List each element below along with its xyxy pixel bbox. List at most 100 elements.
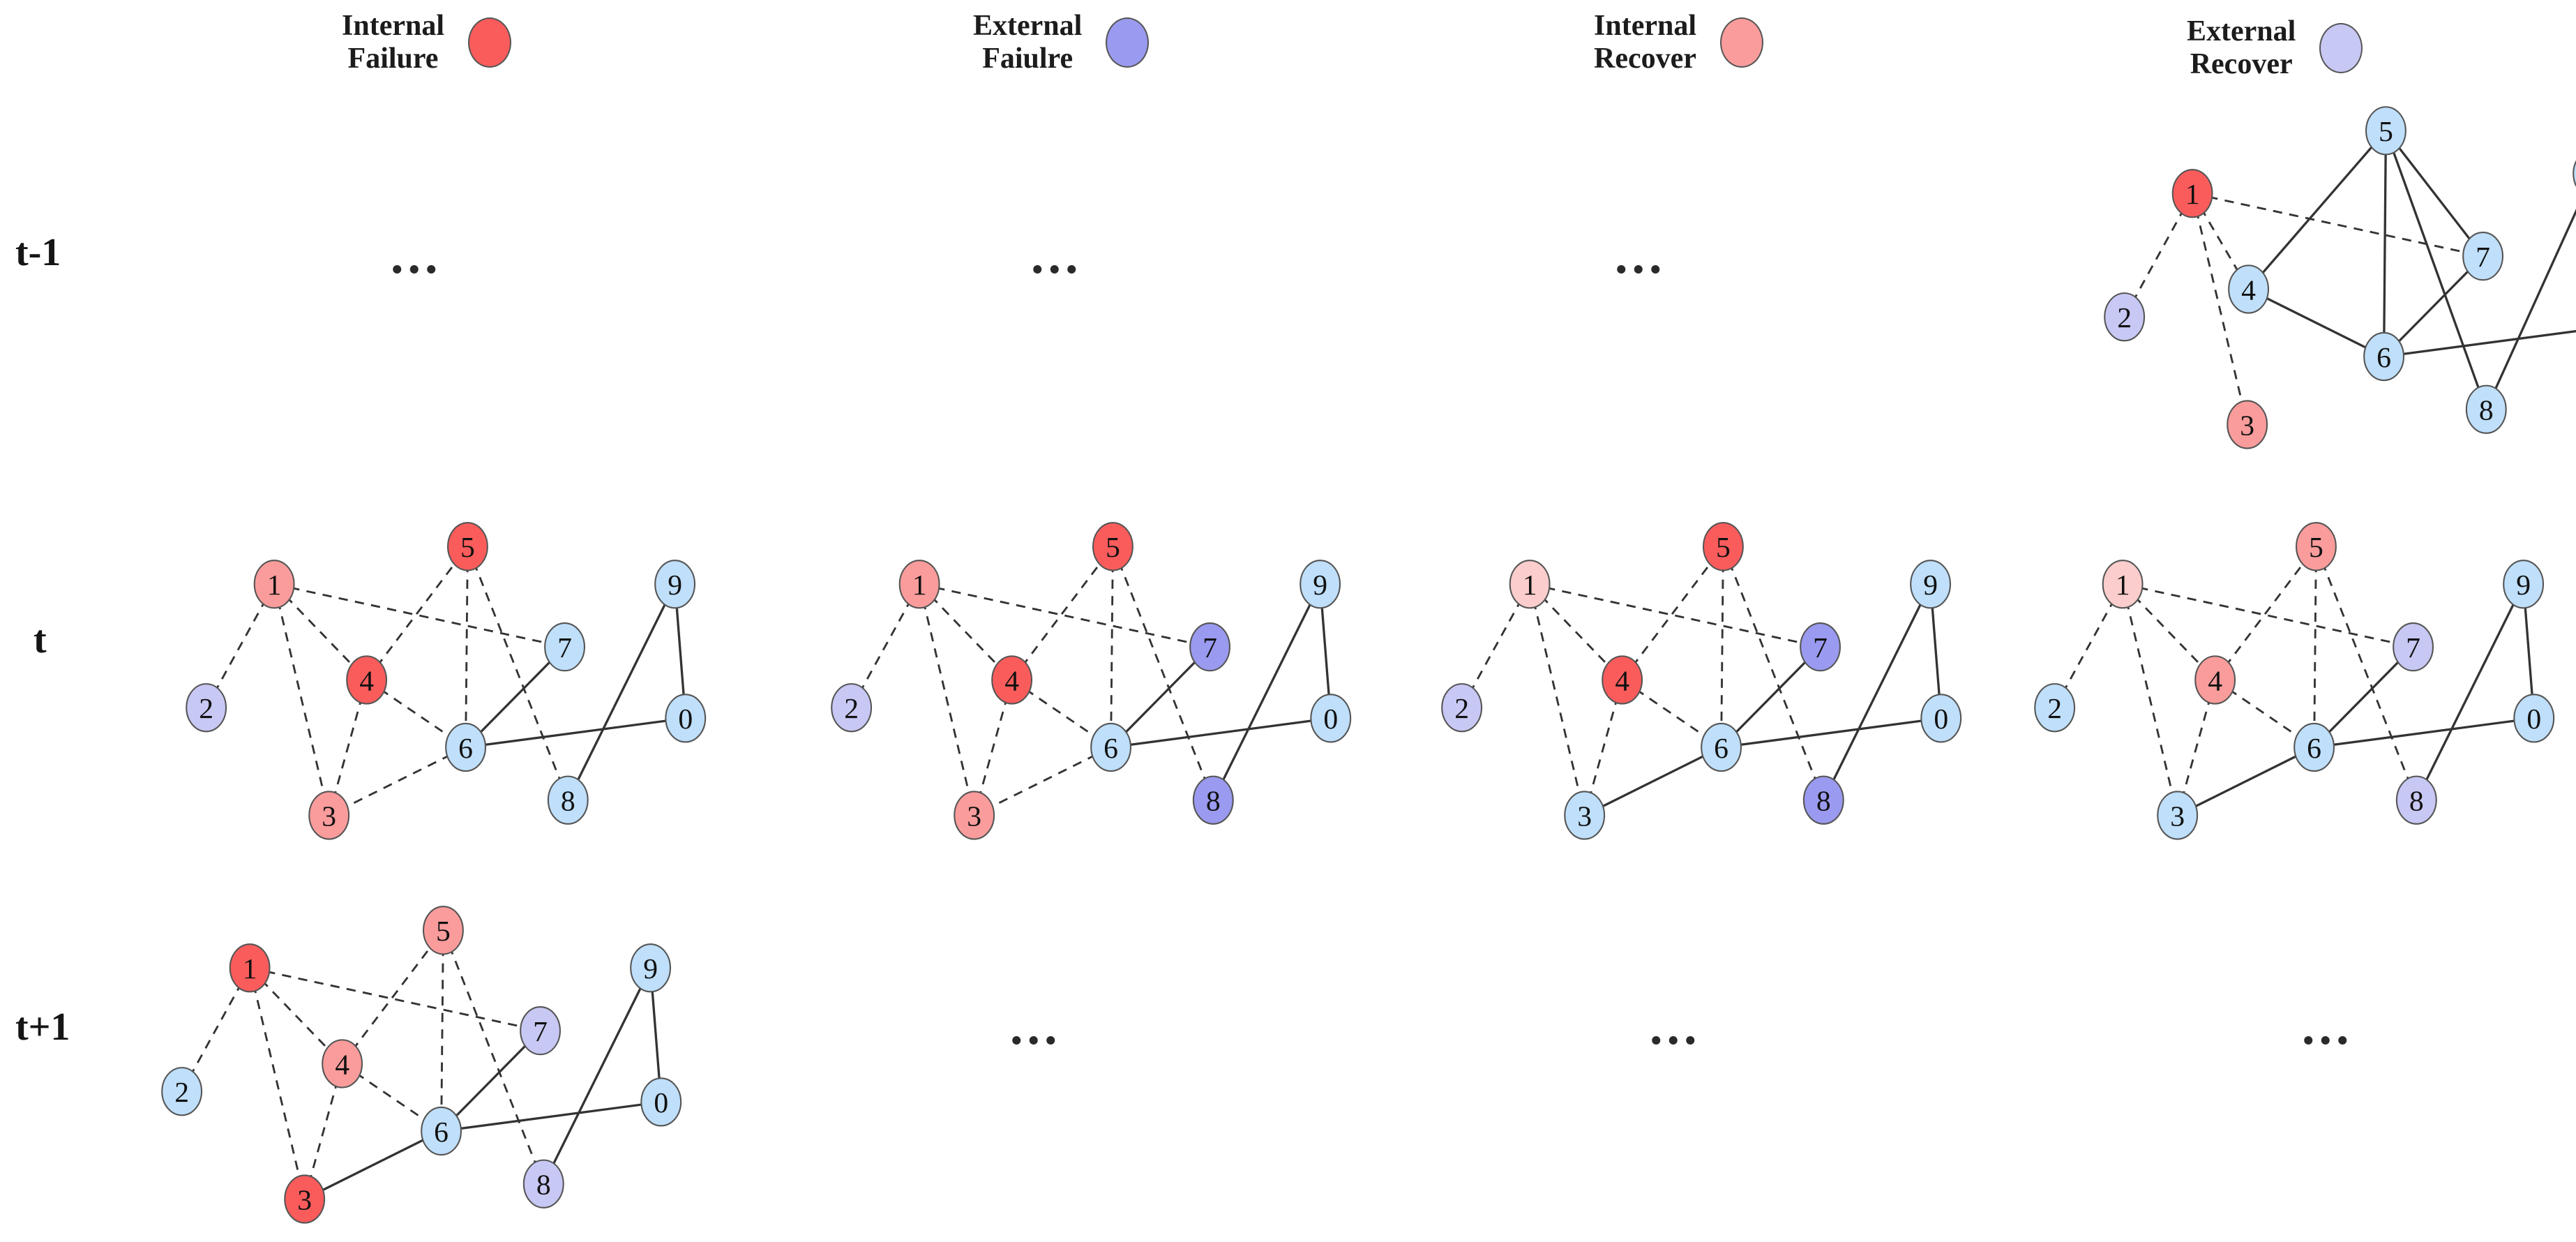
- node-shape-0: [640, 1077, 682, 1127]
- graph-node-5[interactable]: 5: [2365, 106, 2406, 156]
- graph-node-3[interactable]: 3: [2227, 400, 2268, 449]
- graph-node-8[interactable]: 8: [2395, 775, 2437, 825]
- graph-node-9[interactable]: 9: [654, 560, 696, 609]
- node-label-0: 0: [654, 1087, 668, 1119]
- graph-node-5[interactable]: 5: [1092, 522, 1133, 571]
- graph-node-2[interactable]: 2: [1441, 683, 1483, 733]
- graph-node-2[interactable]: 2: [831, 683, 873, 733]
- legend-label-external-recover: External Recover: [2187, 15, 2296, 81]
- graph-node-4[interactable]: 4: [1602, 655, 1643, 705]
- graph-node-6[interactable]: 6: [1090, 722, 1132, 772]
- graph-edge-1-3: [918, 583, 976, 816]
- graph-node-8[interactable]: 8: [522, 1159, 564, 1209]
- node-shape-1: [2171, 169, 2213, 218]
- graph-node-6[interactable]: 6: [2293, 722, 2335, 772]
- node-label-5: 5: [460, 532, 475, 564]
- graph-node-1[interactable]: 1: [898, 560, 940, 609]
- graph-node-5[interactable]: 5: [446, 522, 488, 571]
- graph-edge-9-8: [566, 583, 677, 801]
- graph-node-4[interactable]: 4: [2228, 264, 2270, 314]
- node-shape-3: [2227, 400, 2268, 449]
- node-shape-8: [1802, 775, 1844, 825]
- graph-nodes: 1 2 3 4 5 6 7 8 9 0: [186, 522, 707, 840]
- graph-edge-4-5: [2214, 546, 2317, 681]
- graph-node-9[interactable]: 9: [2503, 560, 2545, 609]
- graph-node-8[interactable]: 8: [1802, 775, 1844, 825]
- graph-node-4[interactable]: 4: [346, 655, 388, 705]
- node-shape-1: [253, 560, 295, 609]
- graph-node-2[interactable]: 2: [161, 1067, 203, 1116]
- graph-node-9[interactable]: 9: [1910, 560, 1952, 609]
- graph-node-3[interactable]: 3: [284, 1174, 326, 1224]
- graph-edge-1-2: [2054, 583, 2124, 708]
- node-shape-0: [2513, 694, 2555, 743]
- graph-node-1[interactable]: 1: [2171, 169, 2213, 218]
- legend-label-internal-failure: Internal Failure: [342, 10, 444, 75]
- graph-node-5[interactable]: 5: [1702, 522, 1744, 571]
- graph-node-8[interactable]: 8: [1192, 775, 1234, 825]
- graph-node-9[interactable]: 9: [2573, 150, 2576, 197]
- graph-node-3[interactable]: 3: [308, 791, 350, 840]
- node-label-5: 5: [2379, 116, 2393, 148]
- node-label-3: 3: [2240, 410, 2254, 442]
- graph-node-1[interactable]: 1: [2102, 560, 2144, 609]
- node-shape-5: [2365, 106, 2406, 156]
- node-shape-1: [229, 943, 271, 993]
- graph-node-7[interactable]: 7: [1800, 622, 1841, 672]
- graph-node-0[interactable]: 0: [1310, 694, 1352, 743]
- graph-node-5[interactable]: 5: [422, 906, 464, 955]
- node-label-3: 3: [2170, 800, 2185, 832]
- graph-node-1[interactable]: 1: [253, 560, 295, 609]
- graph-node-3[interactable]: 3: [1564, 791, 1606, 840]
- graph-node-9[interactable]: 9: [1300, 560, 1341, 609]
- graph-edge-5-8: [467, 546, 569, 801]
- node-shape-2: [2104, 292, 2146, 342]
- node-shape-9: [2503, 560, 2545, 609]
- graph-node-5[interactable]: 5: [2295, 522, 2337, 571]
- graph-node-3[interactable]: 3: [2157, 791, 2199, 840]
- node-shape-2: [2034, 683, 2076, 733]
- node-shape-7: [2393, 622, 2434, 672]
- graph-node-6[interactable]: 6: [445, 722, 487, 772]
- graph-node-0[interactable]: 0: [1920, 694, 1962, 743]
- node-label-5: 5: [2309, 532, 2323, 564]
- graph-node-2[interactable]: 2: [2034, 683, 2076, 733]
- node-label-6: 6: [1714, 733, 1728, 765]
- graph-node-1[interactable]: 1: [1509, 560, 1551, 609]
- graph-node-7[interactable]: 7: [2462, 232, 2503, 281]
- graph-node-8[interactable]: 8: [2465, 384, 2507, 434]
- graph-node-0[interactable]: 0: [2513, 694, 2555, 743]
- node-shape-9: [1910, 560, 1952, 609]
- graph-node-4[interactable]: 4: [2194, 655, 2236, 705]
- graph-node-1[interactable]: 1: [229, 943, 271, 993]
- graph-node-9[interactable]: 9: [630, 943, 672, 993]
- graph-node-2[interactable]: 2: [2104, 292, 2146, 342]
- node-label-4: 4: [359, 665, 374, 697]
- graph-node-4[interactable]: 4: [322, 1039, 363, 1088]
- node-shape-0: [665, 694, 707, 743]
- node-shape-6: [2293, 722, 2335, 772]
- graph-node-7[interactable]: 7: [1189, 622, 1230, 672]
- graph-node-3[interactable]: 3: [954, 791, 995, 840]
- graph-node-8[interactable]: 8: [547, 775, 589, 825]
- legend-label-external-failure: External Faiulre: [973, 10, 1083, 75]
- node-label-3: 3: [1577, 800, 1592, 832]
- graph-node-4[interactable]: 4: [991, 655, 1033, 705]
- graph-node-7[interactable]: 7: [520, 1006, 561, 1056]
- graph-edge-4-5: [366, 546, 469, 681]
- ellipsis-placeholder: ...: [1010, 998, 1062, 1056]
- node-label-8: 8: [1206, 786, 1221, 818]
- graph-node-6[interactable]: 6: [2363, 331, 2405, 382]
- graph-node-6[interactable]: 6: [421, 1106, 462, 1156]
- graph-node-7[interactable]: 7: [2393, 622, 2434, 672]
- node-label-8: 8: [2479, 395, 2494, 427]
- graph-node-0[interactable]: 0: [640, 1077, 682, 1127]
- graph-node-2[interactable]: 2: [186, 683, 227, 733]
- node-label-9: 9: [643, 953, 658, 985]
- node-label-0: 0: [1934, 703, 1948, 735]
- graph-node-7[interactable]: 7: [544, 622, 585, 672]
- graph-node-0[interactable]: 0: [665, 694, 707, 743]
- graph-node-6[interactable]: 6: [1701, 722, 1742, 772]
